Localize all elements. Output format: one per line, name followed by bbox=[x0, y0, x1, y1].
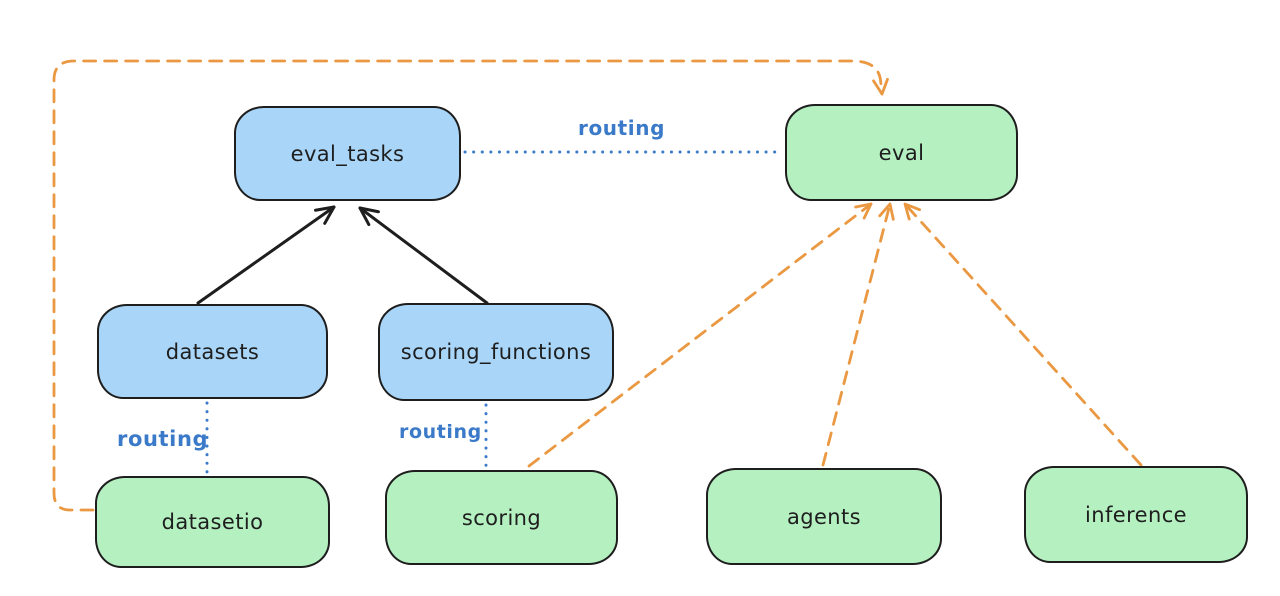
edge-agents-to-eval bbox=[821, 202, 895, 467]
node-eval-tasks-label: eval_tasks bbox=[290, 141, 405, 166]
edge-label-routing-scoring-functions-scoring: routing bbox=[399, 421, 482, 443]
node-datasets-label: datasets bbox=[165, 339, 260, 364]
node-agents-label: agents bbox=[786, 504, 861, 529]
edge-datasets-to-eval-tasks bbox=[196, 205, 336, 305]
node-eval-tasks[interactable]: eval_tasks bbox=[234, 106, 461, 201]
node-inference-label: inference bbox=[1085, 502, 1187, 527]
node-datasets[interactable]: datasets bbox=[97, 304, 328, 399]
node-scoring-label: scoring bbox=[461, 505, 542, 530]
node-agents[interactable]: agents bbox=[706, 468, 942, 565]
node-scoring-functions[interactable]: scoring_functions bbox=[378, 303, 614, 401]
node-eval[interactable]: eval bbox=[785, 104, 1018, 201]
edge-scoring-functions-to-eval-tasks bbox=[358, 206, 489, 305]
edge-inference-to-eval bbox=[903, 202, 1143, 467]
edge-label-routing-datasets-datasetio: routing bbox=[117, 427, 209, 451]
node-datasetio[interactable]: datasetio bbox=[95, 476, 330, 568]
node-eval-label: eval bbox=[878, 140, 925, 165]
node-datasetio-label: datasetio bbox=[161, 510, 264, 534]
node-scoring-functions-label: scoring_functions bbox=[400, 340, 592, 364]
edge-label-routing-eval-tasks-eval: routing bbox=[578, 116, 666, 140]
node-scoring[interactable]: scoring bbox=[385, 470, 618, 565]
node-inference[interactable]: inference bbox=[1024, 466, 1248, 563]
